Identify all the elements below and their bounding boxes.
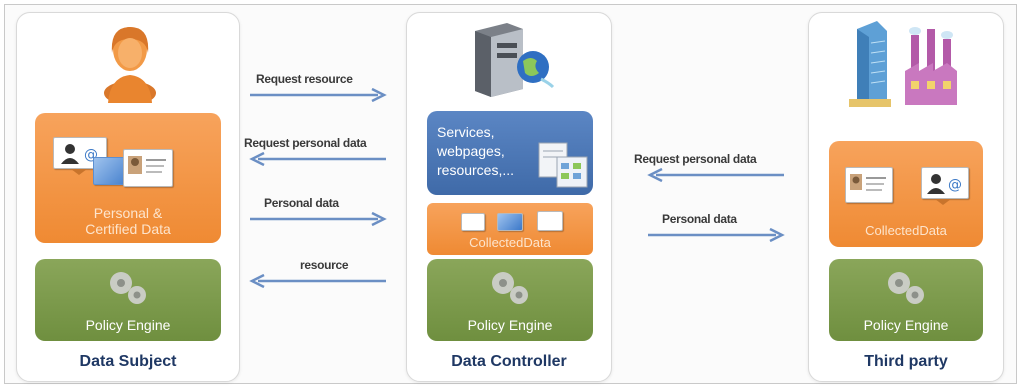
left-arrow-icon [647,168,784,182]
gears-icon [110,272,146,304]
request-resource-label: Request resource [256,72,353,86]
gears-icon [888,272,924,304]
personal-certified-data-label: Personal & Certified Data [85,205,171,237]
person-icon [104,27,156,103]
policy-engine-box: Policy Engine [829,259,983,341]
policy-engine-label: Policy Engine [85,317,171,333]
globe-icon [517,51,555,89]
id-card-icon: @ [53,137,107,169]
id-card-icon [845,167,893,203]
services-line: webpages, [437,143,505,159]
id-card-icon: @ [921,167,969,199]
personal-certified-data-box: @ Personal & Certified Data [35,113,221,243]
right-arrow-icon [250,212,387,226]
chevron-down-icon [71,169,87,175]
third-party-title: Third party [864,353,948,370]
data-controller-column: Services, webpages, resources,... Collec… [406,12,612,382]
id-card-icon [461,213,485,231]
collected-data-label: CollectedData [865,223,947,238]
chevron-down-icon [935,199,951,205]
buildings-icon [849,21,891,107]
data-controller-title: Data Controller [451,353,567,370]
server-icon [475,23,523,97]
services-line: resources,... [437,162,515,178]
credit-card-icon [497,213,523,231]
right-arrow-icon [648,228,785,242]
data-subject-column: @ Personal & Certified Data Policy Engin… [16,12,240,382]
collected-data-label: CollectedData [469,235,551,250]
id-card-icon [123,149,173,187]
person-silhouette-icon: @ [927,174,962,194]
collected-data-box: @ CollectedData [829,141,983,247]
policy-engine-label: Policy Engine [863,317,949,333]
collected-data-box: CollectedData [427,203,593,255]
policy-engine-box: Policy Engine [35,259,221,341]
factory-icon [905,27,957,105]
services-line: Services, [437,124,495,140]
policy-engine-label: Policy Engine [467,317,553,333]
resource-label: resource [300,258,349,272]
data-subject-title: Data Subject [79,353,177,370]
documents-icon [538,142,588,188]
gears-icon [492,272,528,304]
id-card-icon [537,211,563,231]
person-silhouette-icon: @ [61,144,98,164]
policy-engine-box: Policy Engine [427,259,593,341]
right-arrow-icon [250,88,387,102]
left-arrow-icon [249,274,386,288]
personal-data-label: Personal data [662,212,737,226]
request-personal-data-label: Request personal data [634,152,757,166]
personal-data-label: Personal data [264,196,339,210]
third-party-column: @ CollectedData Policy Engine Third part… [808,12,1004,382]
services-box: Services, webpages, resources,... [427,111,593,195]
left-arrow-icon [249,152,386,166]
services-list: Services, webpages, resources,... [437,123,514,180]
id-photo-icon [850,174,886,191]
request-personal-data-label: Request personal data [244,136,367,150]
svg-text:@: @ [948,177,962,193]
id-photo-icon [128,156,166,174]
